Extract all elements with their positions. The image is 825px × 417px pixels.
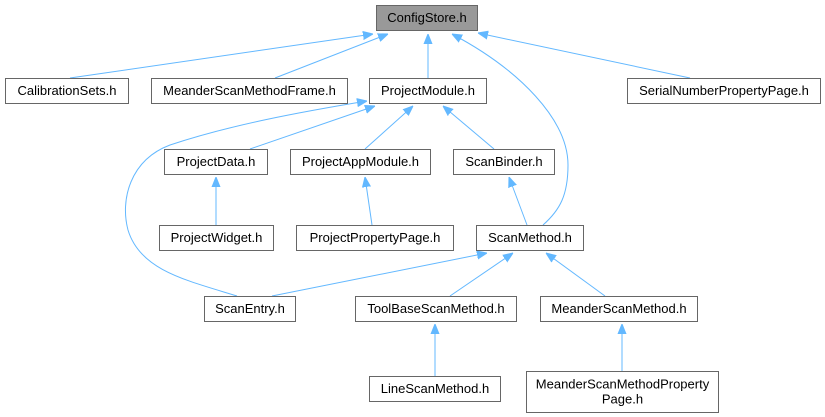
node-box — [369, 78, 487, 104]
node-meanderscanmethod[interactable]: MeanderScanMethod.h — [540, 296, 698, 322]
node-scanentry[interactable]: ScanEntry.h — [204, 296, 296, 322]
node-meanderscanmethodframe[interactable]: MeanderScanMethodFrame.h — [151, 78, 348, 104]
edge-scanmethod-to-scanbinder — [509, 177, 528, 226]
node-box — [627, 78, 821, 104]
node-label: ProjectPropertyPage.h — [310, 230, 441, 245]
node-box — [159, 225, 274, 251]
node-label: ProjectAppModule.h — [302, 154, 419, 169]
node-projectmodule[interactable]: ProjectModule.h — [369, 78, 487, 104]
node-label: ScanEntry.h — [215, 301, 285, 316]
node-label: SerialNumberPropertyPage.h — [639, 83, 809, 98]
node-box — [164, 149, 268, 175]
edge-calibrationsets-to-configstore — [69, 34, 373, 79]
edge-projectappmodule-to-projectmodule — [364, 106, 413, 150]
node-box — [540, 296, 698, 322]
node-label: ConfigStore.h — [387, 10, 467, 25]
edge-scanentry-to-scanmethod — [271, 253, 487, 297]
edge-projectdata-to-projectmodule — [249, 106, 375, 150]
node-label: ProjectData.h — [177, 154, 256, 169]
edge-scanmethod-to-configstore — [452, 34, 569, 226]
edge-toolbasescanmethod-to-scanmethod — [449, 253, 513, 297]
node-box — [476, 225, 584, 251]
edges-layer — [69, 33, 691, 376]
node-box — [376, 5, 478, 31]
node-calibrationsets[interactable]: CalibrationSets.h — [5, 78, 129, 104]
node-label: ToolBaseScanMethod.h — [367, 301, 504, 316]
node-box — [369, 376, 501, 402]
node-serialnumberpropertypage[interactable]: SerialNumberPropertyPage.h — [627, 78, 821, 104]
node-box — [290, 149, 431, 175]
node-projectdata[interactable]: ProjectData.h — [164, 149, 268, 175]
node-projectpropertypage[interactable]: ProjectPropertyPage.h — [296, 225, 454, 251]
node-label: MeanderScanMethodFrame.h — [163, 83, 336, 98]
node-box — [204, 296, 296, 322]
node-box — [526, 371, 719, 413]
node-scanbinder[interactable]: ScanBinder.h — [453, 149, 555, 175]
node-configstore[interactable]: ConfigStore.h — [376, 5, 478, 31]
node-linescanmethod[interactable]: LineScanMethod.h — [369, 376, 501, 402]
edge-serialnumberpropertypage-to-configstore — [478, 33, 691, 79]
node-box — [453, 149, 555, 175]
node-label: MeanderScanMethod.h — [551, 301, 686, 316]
node-label: ScanMethod.h — [488, 230, 572, 245]
node-scanmethod[interactable]: ScanMethod.h — [476, 225, 584, 251]
node-box — [5, 78, 129, 104]
node-label: ScanBinder.h — [465, 154, 542, 169]
edge-scanbinder-to-projectmodule — [443, 106, 495, 150]
node-label: MeanderScanMethodProperty — [536, 377, 710, 392]
node-label: LineScanMethod.h — [381, 381, 489, 396]
node-toolbasescanmethod[interactable]: ToolBaseScanMethod.h — [355, 296, 517, 322]
edge-projectpropertypage-to-projectappmodule — [365, 177, 373, 226]
edge-scanentry-to-projectmodule — [124, 101, 367, 297]
edge-meanderscanmethod-to-scanmethod — [546, 253, 606, 297]
node-projectappmodule[interactable]: ProjectAppModule.h — [290, 149, 431, 175]
node-label: Page.h — [602, 392, 643, 407]
node-box — [151, 78, 348, 104]
node-label: ProjectModule.h — [381, 83, 475, 98]
node-projectwidget[interactable]: ProjectWidget.h — [159, 225, 274, 251]
node-label: CalibrationSets.h — [18, 83, 117, 98]
node-box — [296, 225, 454, 251]
node-label: ProjectWidget.h — [171, 230, 263, 245]
node-box — [355, 296, 517, 322]
edge-meanderscanmethodframe-to-configstore — [274, 34, 388, 79]
